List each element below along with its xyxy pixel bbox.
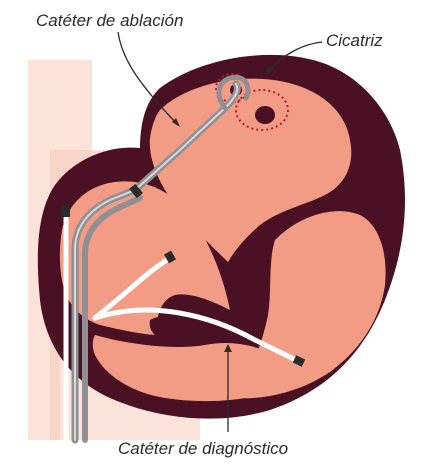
- label-diagnostic-catheter: Catéter de diagnóstico: [118, 439, 288, 458]
- label-scar: Cicatriz: [326, 31, 383, 50]
- label-ablation-catheter: Catéter de ablación: [36, 11, 183, 30]
- diagnostic-catheter-tip-top: [62, 205, 70, 217]
- scar-hole: [255, 106, 275, 124]
